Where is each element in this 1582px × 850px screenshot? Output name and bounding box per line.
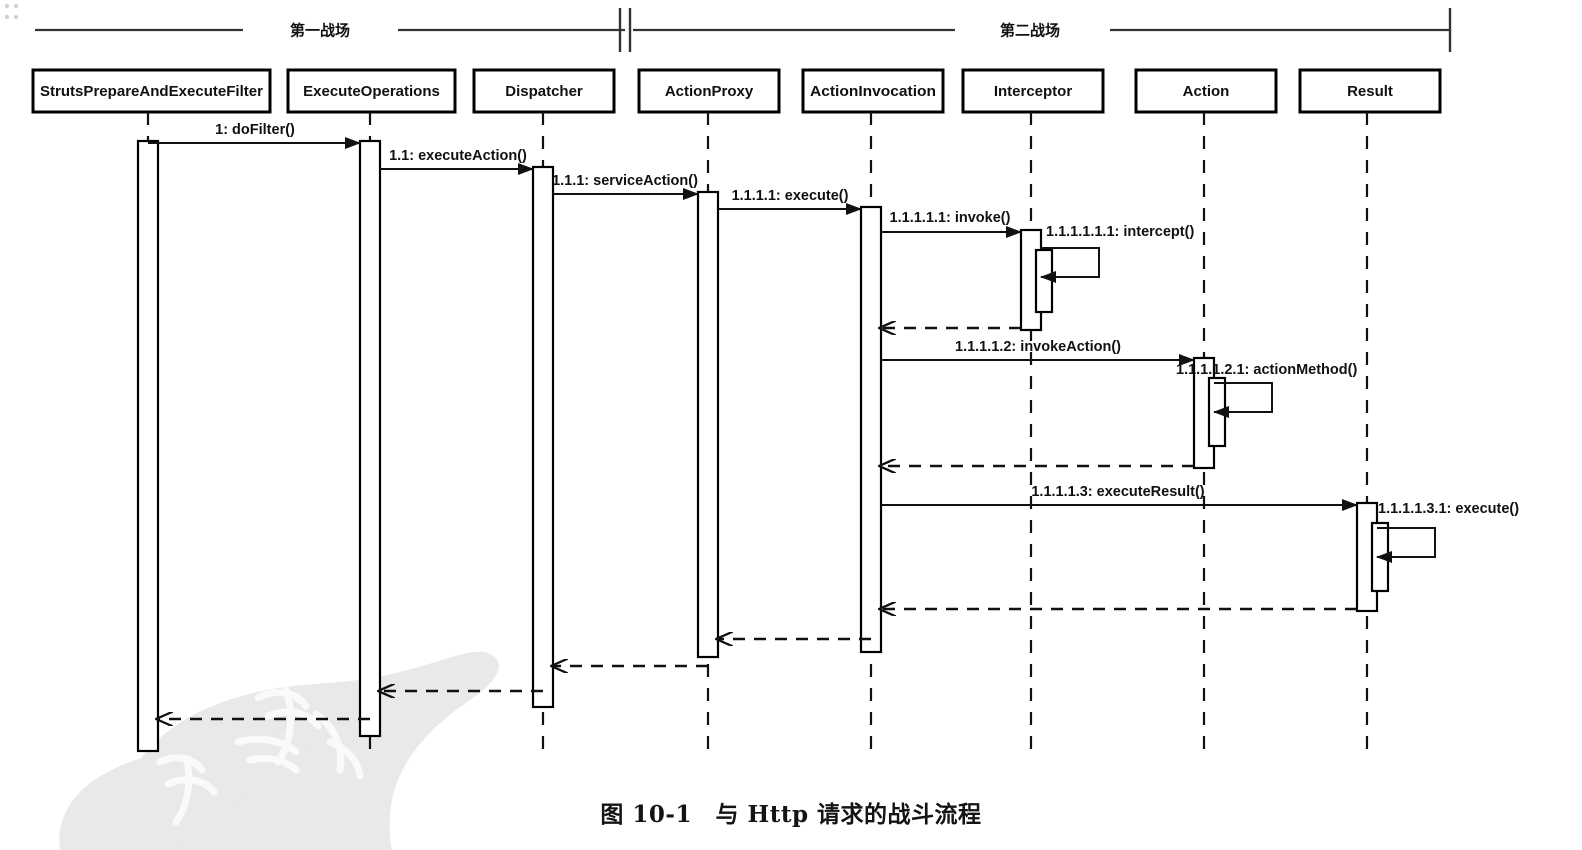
participant-action-proxy[interactable]: ActionProxy [637,68,781,114]
participant-label: ActionProxy [665,83,754,100]
watermark-glyph [156,686,364,826]
participant-action[interactable]: Action [1134,68,1278,114]
activation-act-execops [358,139,382,738]
message-label: 1: doFilter() [215,122,295,138]
activation-bar [531,165,555,709]
message-label: 1.1.1.1.1.1: intercept() [1046,224,1194,240]
message-m9[interactable]: 1.1.1.1.2.1: actionMethod() [1176,362,1357,418]
message-m4[interactable]: 1.1.1.1: execute() [718,188,862,215]
participant-label: Result [1347,83,1393,100]
activation-bar [136,139,160,753]
participant-box-rect [801,68,945,114]
message-m8[interactable]: 1.1.1.1.2: invokeAction() [881,339,1195,366]
participant-result[interactable]: Result [1298,68,1442,114]
activation-bar [859,205,883,654]
participant-label: ExecuteOperations [303,83,440,100]
participant-box-rect [286,68,457,114]
participant-interceptor[interactable]: Interceptor [961,68,1105,114]
participant-label: ActionInvocation [810,83,936,100]
activation-bars [136,139,1390,753]
participant-struts-filter[interactable]: StrutsPrepareAndExecuteFilter [31,68,272,114]
message-label: 1.1.1.1: execute() [732,188,849,204]
activation-bar [696,190,720,659]
messages: 1: doFilter() 1.1: executeAction() 1.1.1: … [148,122,1519,719]
activation-bar [358,139,382,738]
participant-box-rect [472,68,616,114]
figure-caption: 图 10-1 与 Http 请求的战斗流程 [600,801,982,828]
message-label: 1.1.1.1.1: invoke() [890,210,1011,226]
message-label: 1.1.1.1.2: invokeAction() [955,339,1121,355]
scan-artifact-dots [4,3,19,20]
activation-act-struts [136,139,160,753]
self-message-path [1213,382,1273,418]
message-m2[interactable]: 1.1: executeAction() [380,148,534,175]
message-label: 1.1.1.1.3.1: execute() [1378,501,1519,517]
activation-bar [1034,248,1054,314]
participant-label: Action [1183,83,1230,100]
message-m6[interactable]: 1.1.1.1.1.1: intercept() [1040,224,1194,283]
phase-ruler-2: 第二战场 [633,22,1450,40]
message-m1[interactable]: 1: doFilter() [148,122,361,149]
participant-dispatcher[interactable]: Dispatcher [472,68,616,114]
message-label: 1.1.1: serviceAction() [552,173,698,189]
participant-box-rect [961,68,1105,114]
participant-box-rect [31,68,272,114]
message-m11[interactable]: 1.1.1.1.3: executeResult() [881,484,1358,511]
participant-label: StrutsPrepareAndExecuteFilter [40,83,263,100]
activation-act-dispatcher [531,165,555,709]
activation-act-actionproxy [696,190,720,659]
page-watermark [59,651,499,850]
phase-label: 第一战场 [290,22,350,40]
message-m5[interactable]: 1.1.1.1.1: invoke() [881,210,1022,238]
participant-label: Dispatcher [505,83,583,100]
participant-boxes: StrutsPrepareAndExecuteFilter ExecuteOper… [31,68,1442,114]
participant-label: Interceptor [994,83,1073,100]
activation-act-interceptor-self [1034,248,1054,314]
message-label: 1.1: executeAction() [389,148,527,164]
message-label: 1.1.1.1.2.1: actionMethod() [1176,362,1357,378]
activation-act-invocation [859,205,883,654]
participant-execute-operations[interactable]: ExecuteOperations [286,68,457,114]
participant-box-rect [637,68,781,114]
phase-label: 第二战场 [1000,22,1060,40]
message-label: 1.1.1.1.3: executeResult() [1031,484,1204,500]
message-m3[interactable]: 1.1.1: serviceAction() [552,173,699,200]
phase-rulers: 第一战场 第二战场 [35,8,1452,52]
participant-box-rect [1298,68,1442,114]
phase-ruler-1: 第一战场 [35,22,625,40]
self-message-path [1040,247,1100,283]
self-message-path [1376,527,1436,563]
participant-action-invocation[interactable]: ActionInvocation [801,68,945,114]
participant-box-rect [1134,68,1278,114]
message-m12[interactable]: 1.1.1.1.3.1: execute() [1376,501,1519,563]
